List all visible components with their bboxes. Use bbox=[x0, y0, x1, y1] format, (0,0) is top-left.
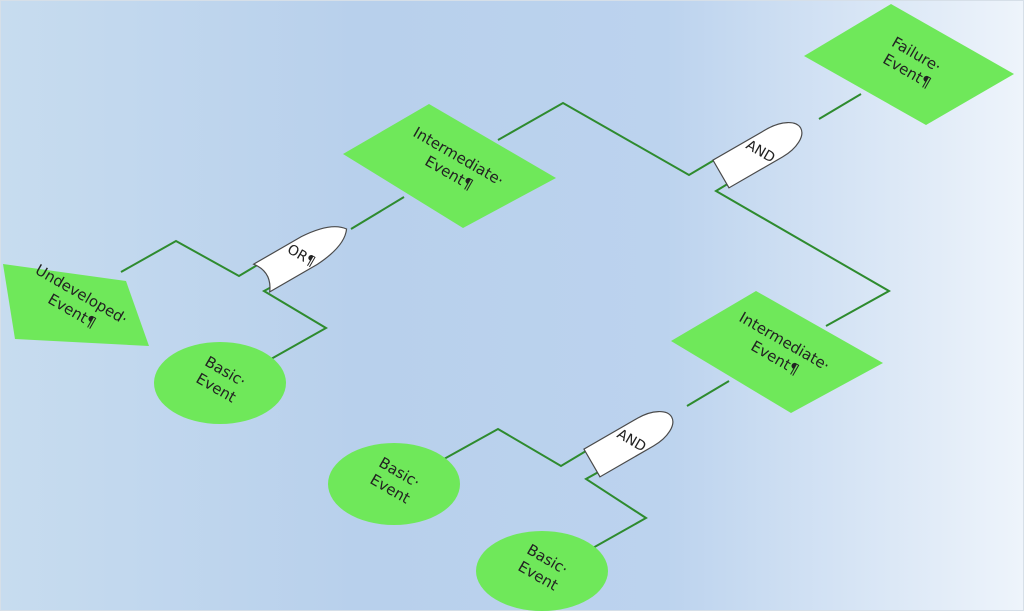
and-gate-bottom[interactable]: AND bbox=[583, 402, 681, 478]
wire-intermediate-top-to-or bbox=[350, 196, 405, 230]
undeveloped-event[interactable]: Undeveloped· Event¶ bbox=[3, 261, 149, 346]
intermediate-event-right[interactable]: Intermediate· Event¶ bbox=[671, 291, 883, 413]
basic-event-mid[interactable]: Basic· Event bbox=[328, 443, 460, 525]
failure-event-shape bbox=[804, 4, 1014, 125]
wire-or-to-undeveloped bbox=[120, 239, 260, 278]
basic-event-mid-shape bbox=[328, 443, 460, 525]
or-gate[interactable]: OR¶ bbox=[252, 215, 356, 293]
and-gate-top-shape bbox=[712, 122, 803, 189]
basic-event-bottom[interactable]: Basic· Event bbox=[476, 531, 608, 611]
wire-intermediate-right-to-and-bottom bbox=[686, 380, 730, 407]
wire-and-bottom-to-basic-bottom bbox=[584, 464, 648, 550]
failure-event[interactable]: Failure· Event¶ bbox=[804, 4, 1014, 125]
intermediate-event-right-shape bbox=[671, 291, 883, 413]
wire-and-top-to-intermediate-top bbox=[497, 101, 717, 177]
wire-and-bottom-to-basic-mid bbox=[443, 427, 587, 468]
and-gate-top[interactable]: AND bbox=[712, 113, 810, 189]
or-gate-shape bbox=[252, 226, 348, 293]
intermediate-event-top-shape bbox=[343, 104, 556, 228]
basic-event-left[interactable]: Basic· Event bbox=[154, 342, 286, 424]
intermediate-event-top[interactable]: Intermediate· Event¶ bbox=[343, 104, 556, 228]
undeveloped-event-shape bbox=[3, 264, 149, 346]
basic-event-left-shape bbox=[154, 342, 286, 424]
and-gate-bottom-shape bbox=[583, 411, 674, 478]
basic-event-bottom-shape bbox=[476, 531, 608, 611]
wire-failure-to-and-top bbox=[818, 93, 862, 120]
